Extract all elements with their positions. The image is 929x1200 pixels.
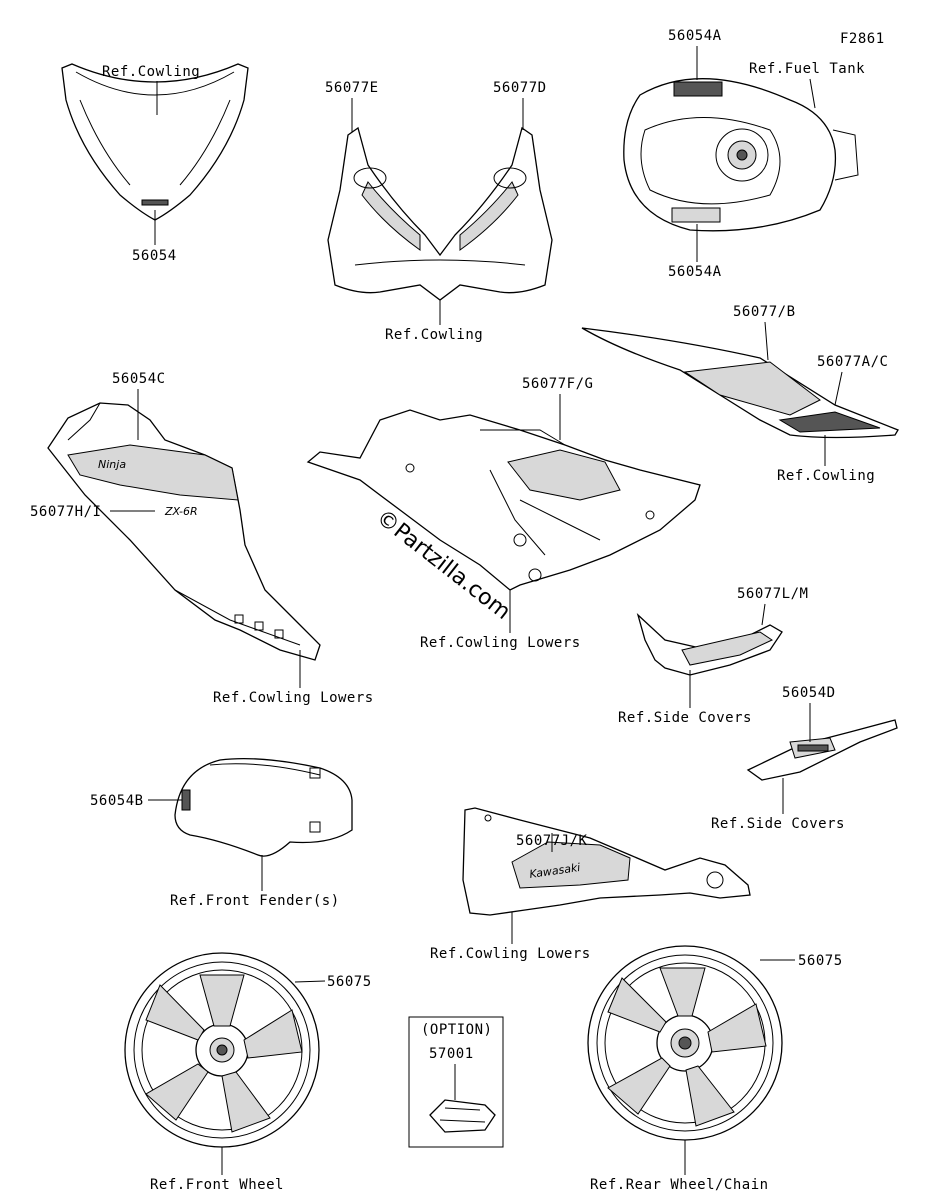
ninja-decal: Ninja [98,458,126,471]
callout-ref-cowling-lowers-3: Ref.Cowling Lowers [430,946,591,962]
callout-ref-side-covers-1: Ref.Side Covers [618,710,752,726]
callout-ref-front-wheel: Ref.Front Wheel [150,1177,284,1193]
tank-decal-top [673,81,723,97]
callout-56077fg: 56077F/G [522,376,593,392]
callout-56075-right: 56075 [798,953,843,969]
callout-57001: 57001 [429,1046,474,1062]
fuel-tank-part [623,78,859,232]
zx6r-decal: ZX-6R [164,505,198,518]
callout-56054d: 56054D [782,685,836,701]
side-cover-lower-part [746,719,898,781]
center-cowling-part [306,409,701,591]
option-box [408,1016,504,1148]
callout-56077d: 56077D [493,80,547,96]
callout-56077b: 56077/B [733,304,796,320]
callout-56054a-bottom: 56054A [668,264,722,280]
callout-56077ac: 56077A/C [817,354,888,370]
callout-56077hi: 56077H/I [30,504,101,520]
fender-decal [181,789,191,811]
callout-56054a-top: 56054A [668,28,722,44]
tail-cowling-part [581,327,899,439]
front-wheel-part [124,952,320,1148]
callout-56075-left: 56075 [327,974,372,990]
windscreen-part [61,63,249,221]
callout-ref-side-covers-2: Ref.Side Covers [711,816,845,832]
rear-wheel-part [587,945,783,1141]
callout-ref-front-fender: Ref.Front Fender(s) [170,893,340,909]
callout-ref-cowling-2: Ref.Cowling [385,327,483,343]
callout-ref-cowling-lowers-2: Ref.Cowling Lowers [420,635,581,651]
lower-cowling-part: Kawasaki [462,807,751,916]
callout-ref-rear-wheel: Ref.Rear Wheel/Chain [590,1177,769,1193]
figure-code: F2861 [840,31,885,47]
callout-56077e: 56077E [325,80,379,96]
callout-56077lm: 56077L/M [737,586,808,602]
callout-56054: 56054 [132,248,177,264]
front-fender-part [174,757,353,857]
callout-option: (OPTION) [421,1022,492,1038]
side-cowling-part: Ninja ZX-6R [47,402,321,661]
callout-56054c: 56054C [112,371,166,387]
tank-decal-bottom [671,207,721,223]
callout-ref-cowling-1: Ref.Cowling [102,64,200,80]
callout-ref-fuel-tank: Ref.Fuel Tank [749,61,865,77]
callout-ref-cowling-3: Ref.Cowling [777,468,875,484]
side-cover-upper-part [636,612,783,676]
callout-ref-cowling-lowers-1: Ref.Cowling Lowers [213,690,374,706]
callout-56054b: 56054B [90,793,144,809]
windscreen-decal [141,199,169,206]
upper-cowling-part [327,126,553,301]
